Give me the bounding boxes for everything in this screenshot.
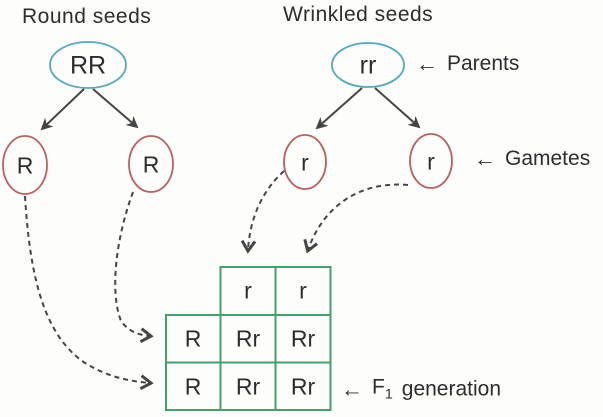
parent-ellipse-RR [49, 41, 127, 89]
gamete-label-r-left: r [301, 149, 309, 176]
punnett-cell: Rr [235, 373, 261, 400]
arrow-RR-to-left-gamete [40, 88, 85, 131]
dashed-arrow-R-left-to-row2 [24, 195, 154, 390]
f1-generation-annotation: ← F1 generation [341, 375, 501, 402]
punnett-row-header: R [184, 325, 202, 352]
dashed-arrow-R-right-to-row1 [114, 191, 154, 343]
f1-letter: F [372, 375, 385, 399]
parents-annotation-text: Parents [447, 52, 520, 75]
left-arrow-icon: ← [474, 146, 496, 171]
parents-annotation: ← Parents [416, 51, 519, 77]
gamete-label-R-left: R [16, 152, 34, 179]
arrow-rr-to-right-gamete [374, 87, 421, 129]
f1-symbol: F1 [372, 375, 393, 402]
punnett-cell: Rr [290, 373, 316, 400]
f1-subscript: 1 [384, 386, 393, 403]
parent-ellipse-rr [331, 42, 405, 88]
parent-genotype-rr: rr [359, 51, 377, 80]
punnett-row-header: R [184, 373, 202, 400]
gamete-circle-r-right [409, 133, 453, 189]
f1-annotation-text: generation [401, 377, 502, 400]
punnett-col-header: r [244, 277, 252, 304]
dashed-arrow-r-left-to-col1 [240, 170, 285, 254]
arrow-rr-to-left-gamete [315, 87, 363, 130]
gamete-circle-r-left [283, 134, 327, 190]
gamete-circle-R-left [2, 135, 48, 195]
gamete-label-R-right: R [142, 151, 160, 178]
punnett-col-header: r [299, 277, 307, 304]
punnett-cell: Rr [290, 325, 316, 352]
gamete-circle-R-right [128, 135, 174, 193]
punnett-cell: Rr [235, 325, 261, 352]
title-round-seeds: Round seeds [22, 5, 152, 28]
gamete-label-r-right: r [427, 148, 435, 175]
punnett-grid [165, 266, 332, 411]
title-wrinkled-seeds: Wrinkled seeds [283, 3, 434, 26]
arrow-RR-to-right-gamete [92, 88, 139, 129]
left-arrow-icon: ← [416, 51, 438, 76]
gametes-annotation: ← Gametes [474, 146, 590, 172]
parent-genotype-RR: RR [69, 51, 107, 80]
gametes-annotation-text: Gametes [505, 147, 591, 170]
dashed-arrow-r-right-to-col2 [303, 183, 409, 254]
left-arrow-icon: ← [341, 376, 363, 401]
